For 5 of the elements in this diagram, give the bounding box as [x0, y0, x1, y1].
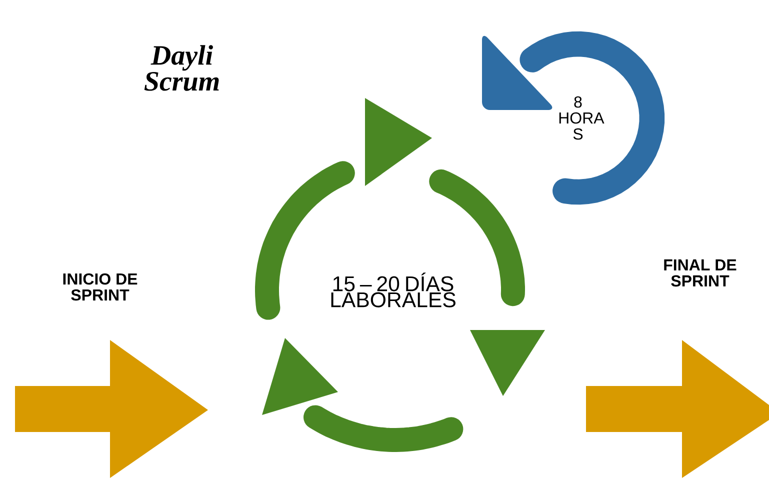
end-label: FINAL DE SPRINT	[664, 259, 736, 287]
duration-text: 15 – 20 DÍAS LABORALES	[331, 272, 456, 308]
duration-text: 8 HORA S	[559, 96, 604, 140]
start-label: INICIO DE SPRINT	[63, 273, 138, 301]
title-text: Dayli Scrum	[144, 45, 219, 91]
